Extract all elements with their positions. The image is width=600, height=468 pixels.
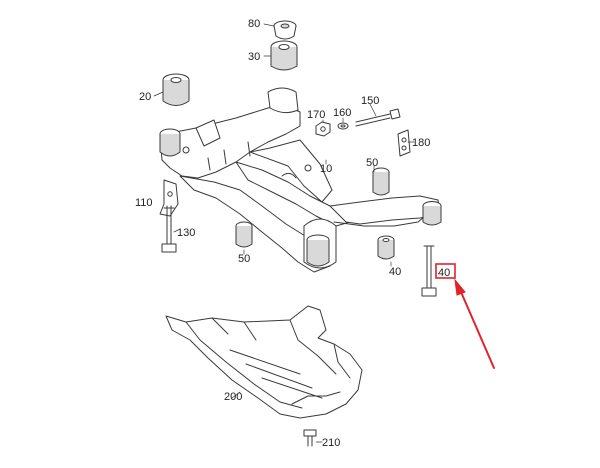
callout-50-upper: 50 xyxy=(366,157,378,169)
part-170-nut xyxy=(315,121,331,137)
pointer-arrow xyxy=(454,278,495,369)
part-20-bushing xyxy=(162,73,190,106)
callout-30: 30 xyxy=(248,51,260,63)
callout-40-bushing: 40 xyxy=(389,266,401,278)
part-30-bushing xyxy=(270,40,298,71)
part-160-washer xyxy=(337,122,349,130)
callout-80: 80 xyxy=(248,18,260,30)
subframe-mount-left xyxy=(159,128,181,157)
part-200-cover xyxy=(165,305,363,419)
subframe-mount-rear xyxy=(306,234,330,267)
arm-end-bushing xyxy=(422,201,442,226)
part-50-bushing-upper xyxy=(372,167,390,196)
part-40-bolt xyxy=(421,245,437,297)
callout-10: 10 xyxy=(320,163,332,175)
callout-50-lower: 50 xyxy=(238,253,250,265)
callout-40-bolt: 40 xyxy=(438,267,450,279)
callout-170: 170 xyxy=(307,109,325,121)
callout-180: 180 xyxy=(412,137,430,149)
part-10-subframe xyxy=(159,87,441,273)
highlight-box xyxy=(435,263,456,279)
leader-lines xyxy=(153,23,415,443)
callout-210: 210 xyxy=(322,437,340,449)
part-80-cap xyxy=(273,20,297,40)
callout-20: 20 xyxy=(139,91,151,103)
part-180-bracket xyxy=(397,129,411,157)
part-110-bracket xyxy=(159,179,179,217)
part-210-screw xyxy=(303,429,317,447)
callout-150: 150 xyxy=(361,95,379,107)
part-130-bolt xyxy=(161,205,177,253)
part-50-bushing-lower xyxy=(235,221,253,248)
part-150-bolt xyxy=(355,108,401,127)
part-40-bushing xyxy=(377,235,395,260)
callout-160: 160 xyxy=(333,107,351,119)
callout-130: 130 xyxy=(177,227,195,239)
callout-110: 110 xyxy=(135,197,153,209)
callout-200: 200 xyxy=(224,391,242,403)
